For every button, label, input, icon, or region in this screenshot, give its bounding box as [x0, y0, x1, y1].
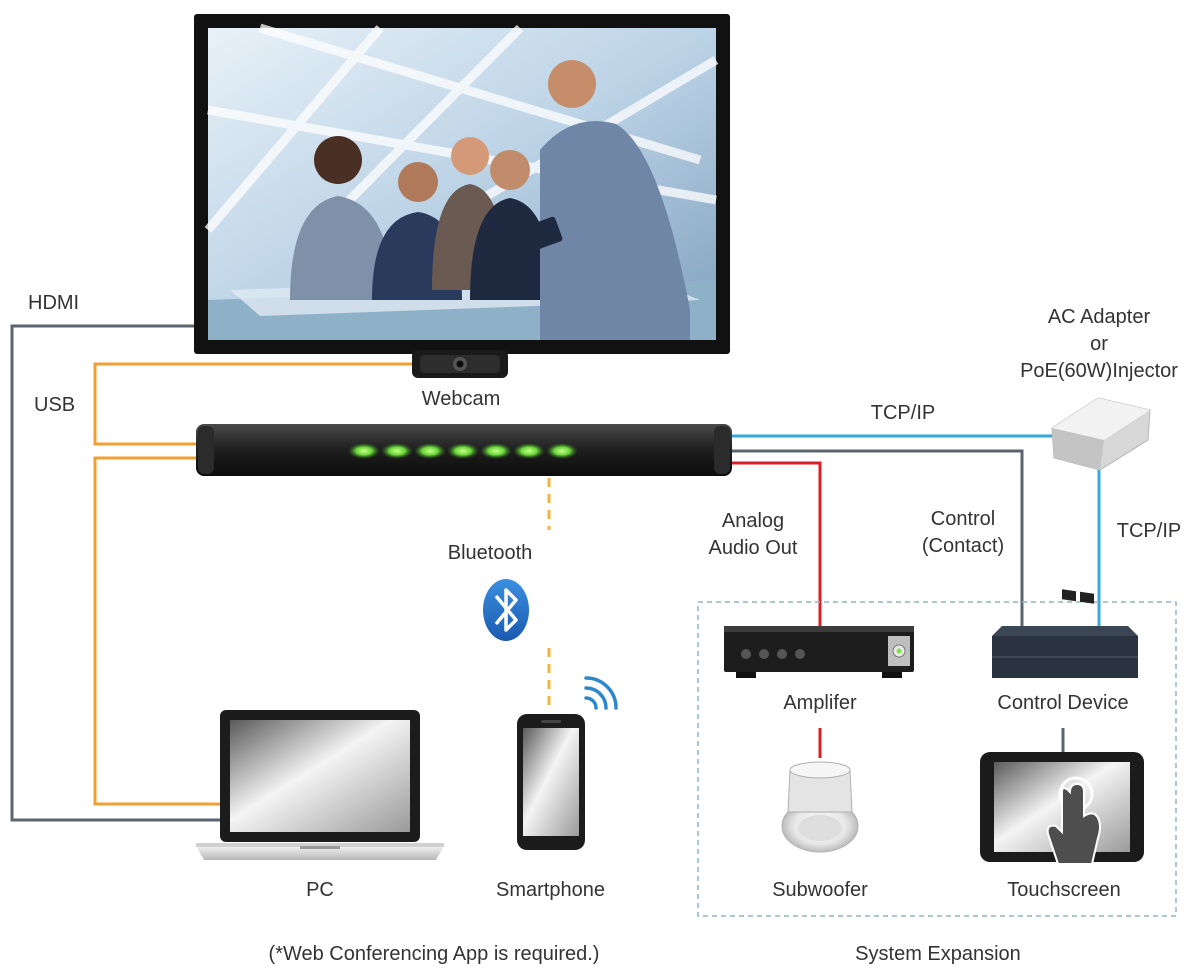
analog-audio-line1: Analog [721, 510, 785, 532]
control-contact-line2: (Contact) [921, 535, 1005, 557]
tcpip-right-label: TCP/IP [1116, 520, 1182, 542]
amplifier-label: Amplifer [783, 692, 857, 714]
poe-injector [1051, 397, 1151, 604]
webcam-label: Webcam [421, 388, 501, 410]
smartphone [517, 714, 585, 850]
usb-cable-webcam [93, 362, 412, 446]
ac-adapter-label: AC Adapter or PoE(60W)Injector [1000, 304, 1198, 385]
analog-audio-cable [730, 461, 822, 626]
status-leds [348, 443, 578, 459]
control-device-label: Control Device [997, 692, 1129, 714]
control-contact-line1: Control [930, 508, 996, 530]
touchscreen-label: Touchscreen [1007, 879, 1121, 901]
pc-label: PC [306, 879, 334, 901]
subwoofer [781, 761, 859, 853]
hdmi-label: HDMI [28, 292, 80, 314]
tcpip-top-label: TCP/IP [870, 402, 936, 424]
meeting-photo [204, 23, 719, 341]
wifi-signal-icon [584, 676, 618, 710]
control-contact-label: Control (Contact) [906, 506, 1020, 560]
hand-touch-icon [1046, 776, 1101, 865]
laptop-pc [196, 710, 444, 860]
control-device [992, 626, 1138, 678]
usb-label: USB [34, 394, 76, 416]
usb-cable-pc [93, 456, 222, 806]
analog-audio-line2: Audio Out [708, 537, 798, 559]
bluetooth-label: Bluetooth [447, 542, 533, 564]
footnote: (*Web Conferencing App is required.) [268, 943, 600, 965]
system-expansion-box [697, 601, 1177, 917]
ac-adapter-line2: or [1090, 333, 1108, 355]
subwoofer-label: Subwoofer [772, 879, 868, 901]
analog-audio-label: Analog Audio Out [694, 508, 812, 562]
ac-adapter-line3: PoE(60W)Injector [1020, 360, 1178, 382]
soundbar [196, 424, 732, 476]
bluetooth-icon [483, 579, 529, 641]
hdmi-cable [10, 324, 222, 822]
control-cable [730, 449, 1024, 626]
system-expansion-label: System Expansion [855, 943, 1021, 965]
ac-adapter-line1: AC Adapter [1047, 306, 1151, 328]
amplifier [724, 626, 914, 678]
webcam [412, 350, 508, 378]
smartphone-label: Smartphone [496, 879, 605, 901]
display-tv [194, 14, 730, 354]
